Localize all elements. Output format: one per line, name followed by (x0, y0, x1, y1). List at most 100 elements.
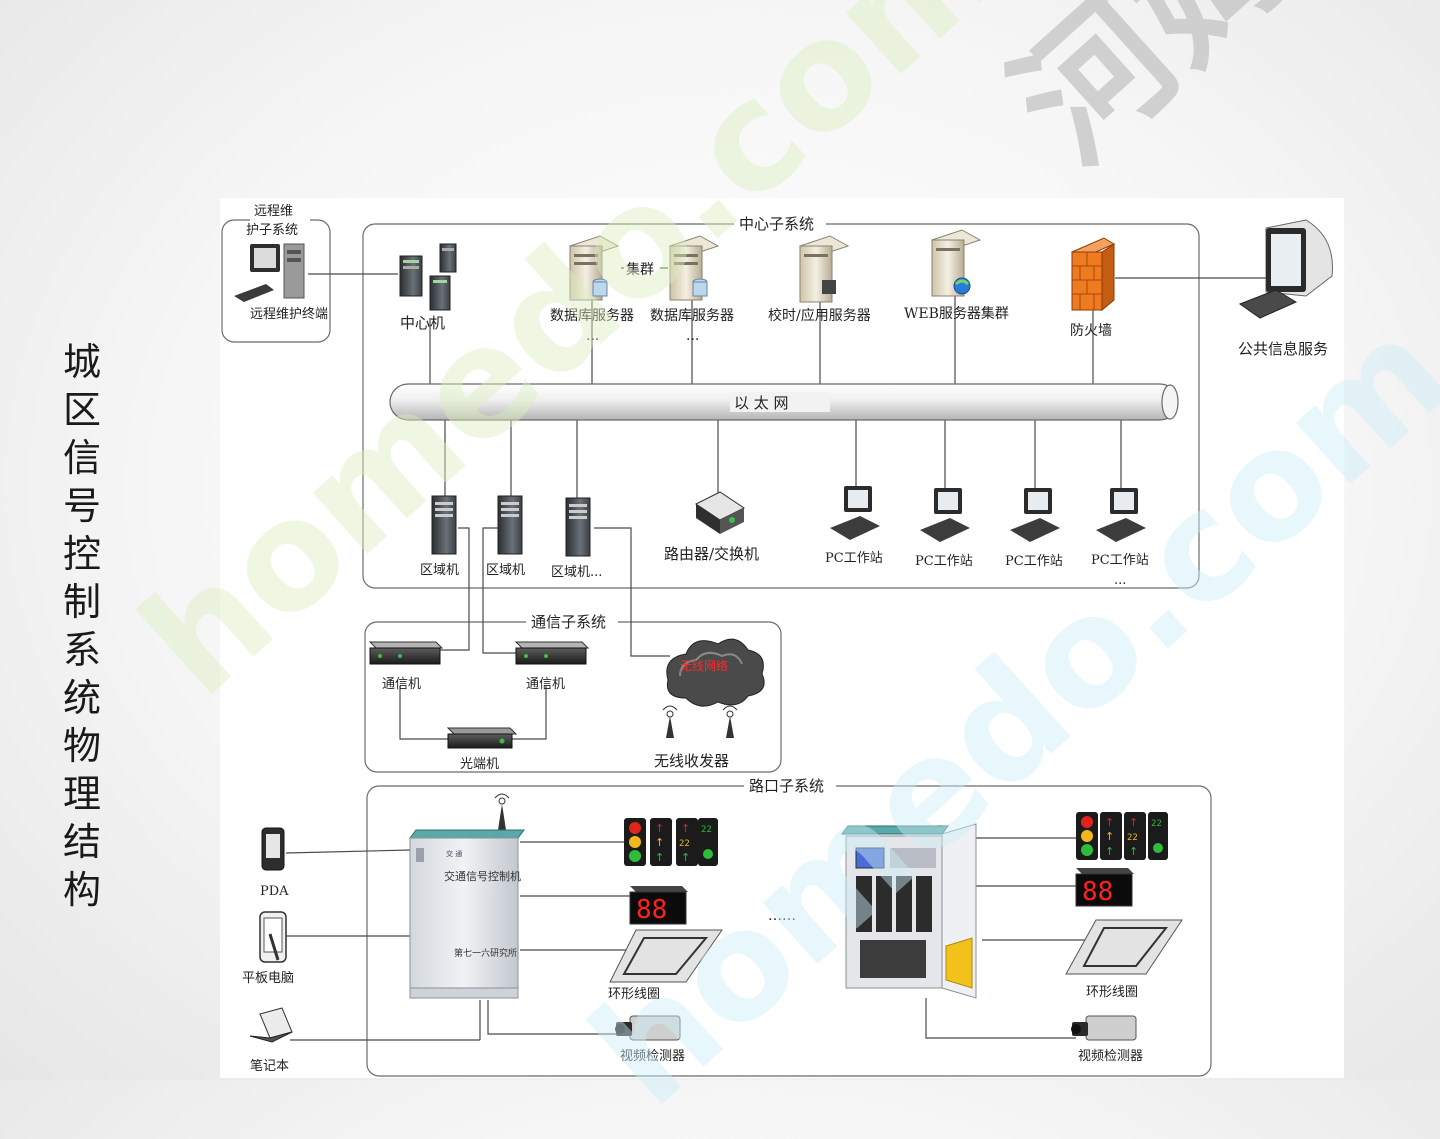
comm-machine-2: 通信机 (514, 641, 590, 692)
zone-machine-3-label: 区域机... (551, 565, 602, 580)
central-machine: 中心机 (399, 243, 457, 332)
db-server-2: 数据库服务器 ... (650, 235, 734, 344)
more-intersections-dots: …… (768, 908, 796, 924)
traffic-light-icon: ↑ ↑ ↑ ↑ 22 ↑ 22 (1076, 812, 1168, 860)
traffic-light-left: ↑ ↑ ↑ ↑ 22 ↑ 22 (624, 818, 718, 866)
remote-subsystem-title-2: 护子系统 (246, 223, 298, 238)
wireless-transceiver-1 (662, 705, 678, 738)
camera-icon (615, 1015, 681, 1041)
laptop-device: 笔记本 (249, 1007, 293, 1074)
ethernet-label: 以 太 网 (734, 394, 789, 412)
svg-text:22: 22 (1127, 833, 1138, 843)
public-info-service-label: 公共信息服务 (1238, 340, 1328, 358)
induction-loop-right: 环形线圈 (1065, 919, 1183, 1000)
wireless-transceiver-label: 无线收发器 (654, 752, 729, 770)
comm-subsystem-title: 通信子系统 (531, 613, 606, 631)
firewall-icon (1070, 237, 1116, 312)
svg-text:↑: ↑ (681, 851, 690, 864)
web-server-cluster-label: WEB服务器集群 (904, 305, 1009, 322)
pc-workstation-1: PC工作站 (825, 486, 883, 566)
cloud-icon (666, 638, 765, 707)
server-icon (497, 495, 523, 555)
intersection-subsystem-title: 路口子系统 (749, 777, 824, 795)
signal-controller-cabinet: 交 通 交通信号控制机 第七一六研究所 (409, 829, 525, 999)
countdown-digits-right: 88 (1082, 877, 1113, 907)
server-icon (399, 255, 423, 297)
db-server-1-label: 数据库服务器 (550, 308, 634, 324)
router-switch: 路由器/交换机 (664, 491, 759, 563)
svg-text:↑: ↑ (655, 822, 664, 835)
server-icon (439, 243, 457, 273)
cabinet-icon (409, 829, 525, 999)
time-app-server-label: 校时/应用服务器 (768, 307, 871, 324)
public-info-service: 公共信息服务 (1238, 219, 1333, 358)
induction-loop-right-label: 环形线圈 (1086, 985, 1138, 1000)
induction-loop-left-label: 环形线圈 (608, 987, 660, 1002)
monitor-icon (1010, 488, 1060, 542)
camera-icon (1071, 1015, 1137, 1041)
pc-workstation-3-label: PC工作站 (1005, 554, 1063, 569)
server-icon (668, 235, 720, 301)
laptop-label: 笔记本 (250, 1058, 289, 1074)
open-controller-cabinet (841, 823, 977, 999)
countdown-digits-left: 88 (636, 895, 667, 925)
svg-text:↑: ↑ (655, 851, 664, 864)
svg-text:↑: ↑ (1105, 830, 1114, 843)
network-diagram: 远程维 护子系统 中心子系统 通信子系统 路口子系统 (221, 200, 1333, 1077)
remote-terminal-label: 远程维护终端 (250, 306, 328, 322)
diagram-panel: 远程维 护子系统 中心子系统 通信子系统 路口子系统 (220, 198, 1344, 1078)
countdown-display-right: 88 (1075, 868, 1134, 907)
router-switch-label: 路由器/交换机 (664, 545, 759, 563)
video-detector-left-label: 视频检测器 (620, 1049, 685, 1064)
svg-text:↑: ↑ (655, 836, 664, 849)
controller-maker: 第七一六研究所 (454, 947, 517, 959)
zone-machine-3: 区域机... (551, 497, 602, 580)
video-detector-right-label: 视频检测器 (1078, 1049, 1143, 1064)
zone-machine-2-label: 区域机 (486, 563, 525, 578)
antenna-icon (494, 793, 510, 830)
monitor-icon (830, 486, 880, 540)
pc-workstation-4: PC工作站 ... (1091, 488, 1149, 588)
pc-workstation-2-label: PC工作站 (915, 554, 973, 569)
pc-workstation-4-label: PC工作站 (1091, 553, 1149, 568)
loop-icon (1065, 919, 1183, 975)
server-icon (283, 243, 305, 299)
zone-machine-2: 区域机 (486, 495, 525, 578)
page-title: 城区信号控制系统物理结构 (62, 340, 101, 912)
pda-device: PDA (260, 827, 289, 899)
db-server-2-label: 数据库服务器 (650, 308, 734, 324)
server-icon (431, 495, 457, 555)
video-detector-right: 视频检测器 (1071, 1015, 1143, 1064)
center-subsystem-title: 中心子系统 (739, 215, 814, 233)
tablet-device: 平板电脑 (242, 911, 294, 986)
monitor-icon (234, 244, 280, 302)
svg-text:↑: ↑ (681, 822, 690, 835)
server-icon (565, 497, 591, 557)
server-icon (930, 229, 982, 297)
cluster-label: 集群 (626, 261, 654, 278)
time-app-server: 校时/应用服务器 (768, 235, 871, 324)
router-icon (695, 491, 745, 534)
traffic-light-right: ↑ ↑ ↑ ↑ 22 ↑ 22 (1076, 812, 1168, 860)
db-server-2-more: ... (686, 328, 699, 344)
server-icon (568, 235, 620, 301)
traffic-light-icon: ↑ ↑ ↑ ↑ 22 ↑ 22 (624, 818, 718, 866)
db-server-1: 数据库服务器 ... (550, 235, 634, 344)
pc-workstation-3: PC工作站 (1005, 488, 1063, 569)
controller-text: 交通信号控制机 (444, 869, 521, 883)
tablet-label: 平板电脑 (242, 971, 294, 986)
watermark-brand-cn: 河姆渡 (960, 0, 1440, 201)
router-icon (368, 641, 444, 665)
comm-machine-2-label: 通信机 (526, 677, 565, 692)
wireless-transceiver-2 (722, 705, 738, 738)
central-machine-label: 中心机 (400, 314, 445, 332)
remote-subsystem-title-1: 远程维 (254, 204, 293, 219)
optical-transceiver-label: 光端机 (460, 757, 499, 772)
antenna-icon (722, 705, 738, 738)
countdown-display-left: 88 (629, 886, 688, 925)
router-icon (514, 641, 590, 665)
wireless-network: 无线网络 (666, 638, 765, 707)
connection-lines (284, 267, 1270, 1041)
antenna-icon (662, 705, 678, 738)
monitor-icon (1096, 488, 1146, 542)
